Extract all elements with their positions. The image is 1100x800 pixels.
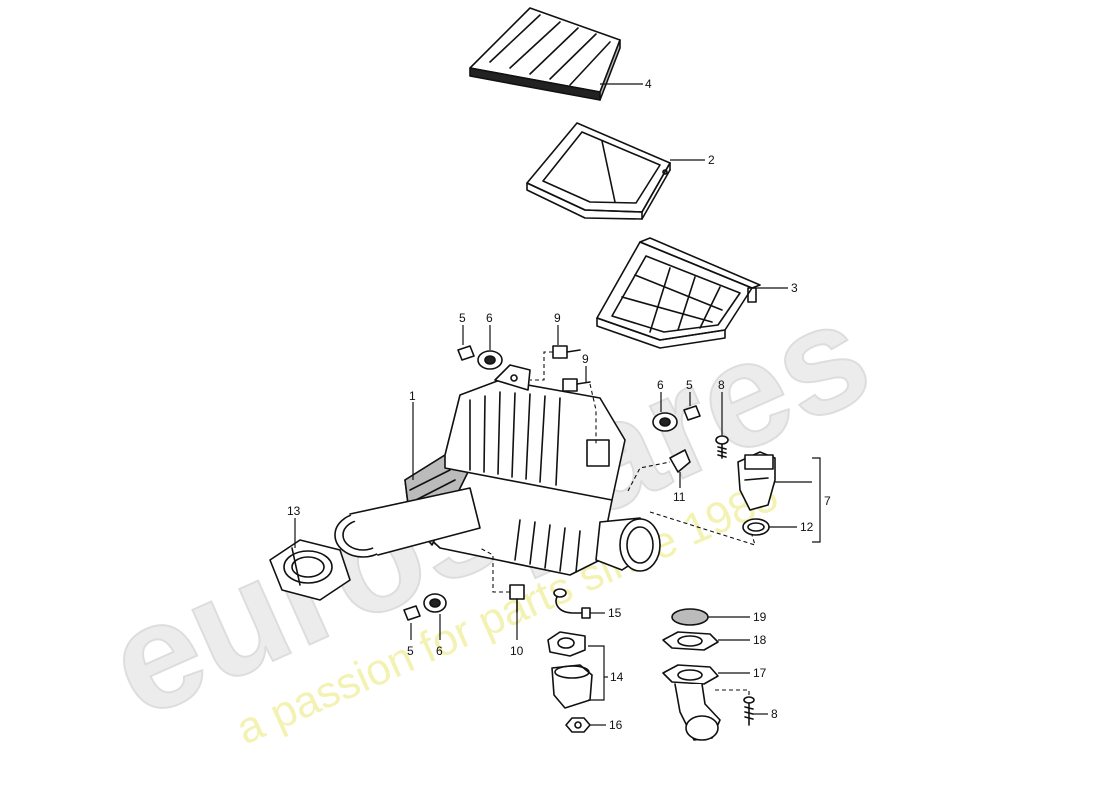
leader-lines xyxy=(294,83,821,726)
bolt-lower[interactable] xyxy=(562,378,591,392)
retaining-clip[interactable] xyxy=(669,449,691,473)
label-part-3: 3 xyxy=(791,281,798,295)
label-part-16: 16 xyxy=(609,718,623,732)
intake-duct-flange[interactable] xyxy=(269,539,351,601)
label-part-13: 13 xyxy=(287,504,301,518)
label-part-9: 9 xyxy=(582,352,589,366)
label-part-18: 18 xyxy=(753,633,767,647)
hose-bracket[interactable] xyxy=(553,588,591,619)
label-part-15: 15 xyxy=(608,606,622,620)
label-part-19: 19 xyxy=(753,610,767,624)
rubber-sleeve-top[interactable] xyxy=(457,345,475,361)
label-part-14: 14 xyxy=(610,670,624,684)
label-part-4: 4 xyxy=(645,77,652,91)
elbow-flange[interactable] xyxy=(662,664,721,741)
label-part-17: 17 xyxy=(753,666,767,680)
screw-lower[interactable] xyxy=(743,696,755,726)
o-ring[interactable] xyxy=(742,518,770,536)
label-part-6: 6 xyxy=(436,644,443,658)
filter-disc[interactable] xyxy=(671,608,709,626)
label-part-9: 9 xyxy=(554,311,561,325)
label-part-7: 7 xyxy=(824,494,831,508)
rubber-sleeve-bottom[interactable] xyxy=(403,605,421,621)
label-part-6: 6 xyxy=(486,311,493,325)
bolt-upper[interactable] xyxy=(552,345,581,359)
air-filter-element[interactable] xyxy=(469,7,621,101)
label-part-5: 5 xyxy=(686,378,693,392)
label-part-5: 5 xyxy=(407,644,414,658)
label-part-6: 6 xyxy=(657,378,664,392)
label-part-11: 11 xyxy=(673,490,686,504)
flange-seal[interactable] xyxy=(662,631,719,651)
grommet-bottom[interactable] xyxy=(423,593,447,613)
label-part-5: 5 xyxy=(459,311,466,325)
grommet-top[interactable] xyxy=(477,350,503,370)
rubber-sleeve-right[interactable] xyxy=(683,405,701,421)
hex-nut[interactable] xyxy=(565,717,591,733)
grommet-right[interactable] xyxy=(652,412,678,432)
part-number-labels: 4 2 3 1 5 6 9 9 6 5 8 11 7 12 13 5 6 10 … xyxy=(287,77,831,732)
label-part-12: 12 xyxy=(800,520,814,534)
air-mass-sensor[interactable] xyxy=(737,451,776,511)
label-part-8: 8 xyxy=(771,707,778,721)
filter-frame[interactable] xyxy=(526,122,671,220)
label-part-10: 10 xyxy=(510,644,524,658)
label-part-8: 8 xyxy=(718,378,725,392)
connecting-pipe[interactable] xyxy=(547,631,593,709)
label-part-1: 1 xyxy=(409,389,416,403)
air-filter-housing[interactable] xyxy=(334,364,661,576)
label-part-2: 2 xyxy=(708,153,715,167)
